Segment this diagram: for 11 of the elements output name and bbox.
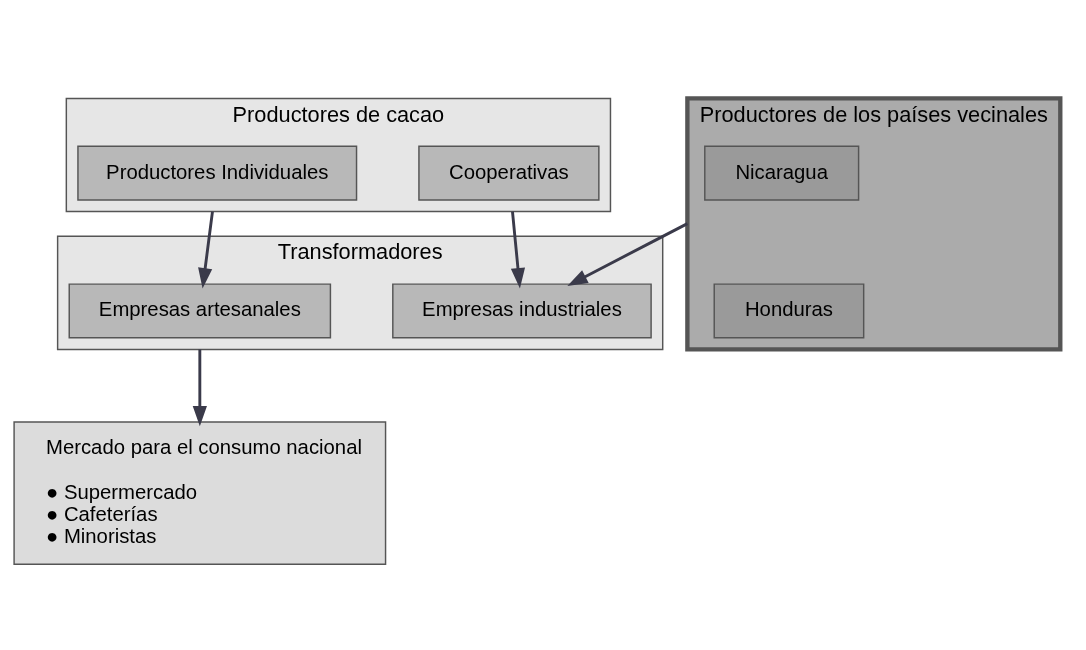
arrow [567, 221, 689, 286]
node-box: Empresas artesanales [68, 282, 332, 339]
node-box: Nicaragua [704, 145, 860, 201]
node-box: Mercado para el consumo nacional ● Supermercado ● Cafeterías ● Minoristas [13, 420, 387, 565]
node-box: Productores Individuales [77, 145, 358, 201]
node-box: Empresas industriales [392, 282, 652, 339]
node-box: Honduras [713, 282, 865, 339]
arrow [198, 210, 214, 288]
arrow [192, 348, 207, 426]
node-box: Cooperativas [418, 145, 600, 201]
arrow [510, 210, 526, 288]
